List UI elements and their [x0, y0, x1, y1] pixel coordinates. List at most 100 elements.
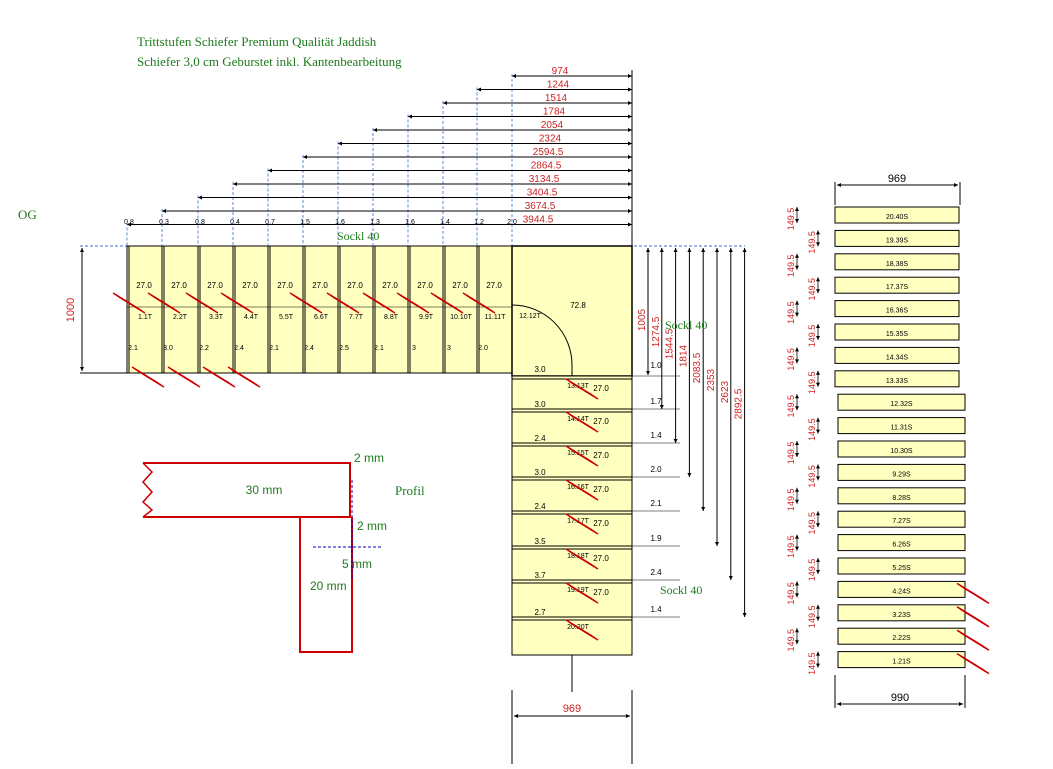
cut-mark: [571, 623, 599, 641]
top-step-offset: 0.4: [230, 219, 240, 226]
down-step-panel: [511, 545, 633, 581]
dim-arrow: [795, 487, 799, 492]
dim-arrow: [338, 141, 342, 146]
down-step-depth: 27.0: [593, 384, 609, 393]
dim-arrow: [795, 593, 799, 598]
landing-label: 12.12T: [519, 313, 542, 320]
sockel-label: 7.27S: [892, 518, 911, 525]
dim-arrow: [673, 248, 678, 252]
dim-arrow: [162, 209, 166, 213]
dim-arrow: [816, 523, 820, 528]
cut-mark: [118, 296, 146, 314]
dim-arrow: [816, 616, 820, 621]
cut-mark: [208, 370, 236, 388]
top-dim-value: 974: [552, 66, 569, 77]
top-dim-value: 2594.5: [533, 147, 564, 158]
sockel-label: 1.21S: [892, 659, 911, 666]
cut-mark: [368, 296, 396, 314]
top-dim-value: 3404.5: [527, 188, 558, 199]
dim-arrow: [795, 394, 799, 399]
cut-mark: [332, 296, 360, 314]
dim-arrow: [795, 406, 799, 411]
top-step-depth: 27.0: [417, 281, 433, 290]
dim-arrow: [816, 604, 820, 609]
down-step-depth: 27.0: [593, 588, 609, 597]
sockel-panel: [834, 323, 960, 341]
sockel-label: 5.25S: [892, 565, 911, 572]
dim-arrow: [673, 439, 678, 443]
sockel-panel: [834, 300, 960, 318]
sockel-label: 4.24S: [892, 588, 911, 595]
down-step-panel: [511, 442, 633, 478]
dim-arrow: [795, 546, 799, 551]
down-step-right-offset: 1.7: [650, 397, 662, 406]
sockel-height: 149.5: [786, 442, 796, 465]
dim-arrow: [626, 714, 630, 718]
dim-left-1000: 1000: [65, 298, 77, 322]
dim-arrow: [628, 155, 632, 159]
dim-arrow: [837, 702, 841, 706]
down-step-right-offset: 2.0: [650, 465, 662, 474]
dim-arrow: [795, 207, 799, 211]
cut-mark: [233, 370, 261, 388]
top-step-bottom-offset: 2.1: [269, 345, 279, 352]
top-dim-value: 2864.5: [531, 161, 562, 172]
sockel-panel: [837, 440, 966, 458]
sockel-panel: [834, 370, 960, 388]
down-step-depth: 27.0: [593, 451, 609, 460]
down-step-panel: [511, 408, 633, 444]
cut-mark: [571, 586, 599, 604]
sockel-label: 18.38S: [886, 261, 909, 268]
top-step-label: 7.7T: [349, 314, 364, 321]
top-step-bottom-offset: 2.0: [478, 345, 488, 352]
dim-arrow: [954, 183, 958, 187]
sockel-height: 149.5: [786, 582, 796, 605]
profile-tread: [143, 462, 351, 518]
sockel-label: 8.28S: [892, 495, 911, 502]
sockel-panel: [834, 276, 960, 294]
cut-mark: [571, 517, 599, 535]
top-dim-value: 3674.5: [525, 201, 556, 212]
sockel-panel: [837, 557, 966, 575]
top-step-panel: [126, 245, 163, 374]
top-step-label: 1.1T: [138, 314, 153, 321]
top-step-depth: 27.0: [312, 281, 328, 290]
down-step-left-offset: 3.0: [534, 400, 546, 409]
dim-arrow: [795, 534, 799, 539]
sockel-height: 149.5: [807, 512, 817, 535]
top-step-bottom-offset: 2.2: [199, 345, 209, 352]
sockel-panel: [834, 206, 960, 224]
dim-arrow: [795, 300, 799, 305]
dim-arrow: [701, 507, 706, 511]
dim-arrow: [628, 101, 632, 105]
dim-arrow: [816, 429, 820, 434]
sockel-height: 149.5: [807, 559, 817, 582]
top-step-offset: 1.4: [440, 219, 450, 226]
dim-arrow: [628, 74, 632, 78]
dim-arrow: [687, 248, 692, 252]
dim-arrow: [80, 367, 84, 371]
top-step-offset: 1.3: [370, 219, 380, 226]
sockel-bottom-dim: 990: [891, 692, 909, 704]
sockel-label: 10.30S: [890, 448, 913, 455]
down-step-right-offset: 1.9: [650, 534, 662, 543]
sockel-panel: [837, 534, 966, 552]
dim-arrow: [816, 511, 820, 516]
top-step-offset: 1.6: [405, 219, 415, 226]
dim-arrow: [795, 219, 799, 223]
top-step-label: 10.10T: [450, 314, 473, 321]
right-dim-value: 1274.5: [651, 316, 662, 347]
down-step-right-offset: 2.4: [650, 568, 662, 577]
dim-arrow: [715, 248, 719, 252]
cut-mark: [468, 296, 496, 314]
dim-arrow: [687, 473, 692, 477]
down-step-left-offset: 3.0: [534, 468, 546, 477]
sockel-panel: [834, 253, 960, 271]
top-step-panel: [232, 245, 269, 374]
sockel-label-bottom: Sockl 40: [660, 583, 703, 597]
sockel-height: 149.5: [786, 395, 796, 418]
dim-arrow: [816, 324, 820, 328]
down-step-left-offset: 2.4: [534, 434, 546, 443]
dim-arrow: [628, 87, 632, 92]
right-dim-value: 1005: [637, 308, 648, 331]
